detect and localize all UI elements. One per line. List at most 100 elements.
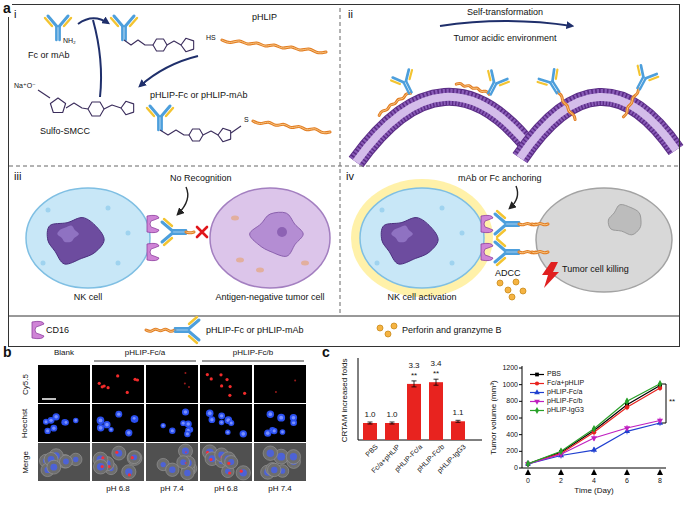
tick-mark [519, 418, 522, 419]
phlip-highlight [558, 92, 575, 119]
cell-label: Antigen-negative tumor cell [215, 292, 324, 302]
phlip-peptide [532, 224, 548, 225]
phlip-peptide [253, 121, 330, 133]
phlip-peptide [222, 40, 326, 53]
chemical-bond [218, 128, 231, 141]
granule [380, 208, 385, 213]
axis-title: CRTAM increased folds [342, 358, 351, 442]
chemical-bond [104, 105, 121, 109]
axis-title: Tumor volume (mm³) [490, 380, 499, 454]
chemical-bond [181, 38, 194, 51]
legend-text: pHLIP-IgG3 [547, 406, 584, 414]
cd16-receptor [32, 321, 44, 338]
quadrant-label: i [14, 8, 16, 20]
annotation: ADCC [495, 268, 521, 278]
process-label: Self-transformation [467, 7, 543, 17]
chemical-bond [121, 101, 134, 114]
cd16-receptor [147, 215, 159, 232]
phlip-highlight [146, 329, 175, 331]
adcc-scheme [495, 186, 536, 300]
divider-line [9, 166, 679, 167]
conjugation-scheme [38, 16, 330, 142]
error-bar [368, 422, 373, 424]
bar-value: 3.3 [408, 362, 419, 371]
panel-frame: NK cell Antigen-negative tumor cell NK cel… [8, 4, 680, 347]
cell-body [536, 188, 672, 292]
phlip-peptide [379, 93, 410, 115]
lipid-tails [520, 97, 676, 158]
antibody-icon [537, 68, 568, 99]
phlip-highlight [532, 224, 548, 225]
condition-label: Tumor acidic environment [453, 33, 556, 43]
micrograph-tile [200, 365, 252, 403]
bar [429, 382, 443, 440]
chemical-bond [231, 126, 241, 133]
tick-label: 0 [514, 464, 518, 472]
antibody-icon [147, 106, 173, 130]
data-line [528, 421, 660, 464]
divider-line [340, 8, 341, 314]
phlip-highlight [253, 121, 330, 133]
membrane-scheme [356, 21, 676, 162]
antibody-icon [162, 219, 186, 245]
tick-mark [519, 401, 522, 402]
data-marker [591, 436, 597, 441]
organelle [236, 258, 244, 263]
legend-text: CD16 [46, 325, 69, 335]
panel-dividers [9, 8, 679, 316]
tick-label: 2 [559, 477, 563, 485]
tick-label: 1000 [502, 381, 518, 389]
phlip-peptide [623, 89, 638, 117]
granule [375, 261, 380, 266]
chemical-bond [38, 90, 50, 98]
cd16-receptor [147, 243, 159, 260]
micrograph-tile [254, 443, 306, 481]
perforin-granule [377, 325, 383, 331]
dosing-marker [591, 469, 597, 475]
cell-label: NK cell activation [387, 292, 456, 302]
tick-label: 600 [506, 414, 518, 422]
condition-label: pH 7.4 [160, 485, 184, 494]
bar [407, 384, 421, 440]
cell-body [360, 188, 484, 288]
row-label: Cy5.5 [22, 374, 31, 395]
bar-chart [358, 358, 482, 440]
chemical-group: Na⁺O⁻ [14, 82, 36, 90]
cell-illustration [20, 184, 170, 304]
legend-marker [535, 381, 539, 385]
tick-mark [519, 368, 522, 369]
micrograph-tile [200, 404, 252, 442]
cell-illustration [204, 186, 338, 304]
dosing-marker [558, 469, 564, 475]
lipid-tails [356, 97, 532, 162]
granule [46, 208, 51, 213]
category-label: PBS [364, 443, 379, 458]
cell-label: Tumor cell killing [562, 264, 629, 274]
column-header: pHLIP-Fc/a [125, 349, 165, 358]
significance-bracket [662, 384, 666, 423]
bar-value: 3.4 [430, 360, 441, 369]
row-label: Merge [22, 451, 31, 474]
legend-text: pHLIP-Fc/a [547, 388, 582, 396]
bar [363, 423, 377, 440]
micrograph-tile [254, 404, 306, 442]
data-marker [526, 460, 530, 467]
perforin-granule [391, 323, 397, 329]
cell-label: NK cell [74, 292, 103, 302]
phlip-highlight [222, 40, 326, 53]
quadrant-label: iv [346, 170, 354, 182]
granule [106, 206, 111, 211]
panel-letter: a [2, 1, 12, 17]
legend-marker [535, 373, 539, 377]
organelle [301, 261, 309, 266]
nk-cell: NK cell [20, 184, 170, 304]
granule [440, 206, 445, 211]
phlip-peptide [558, 92, 575, 119]
reaction-arrow [93, 20, 101, 97]
quadrant-label: ii [348, 8, 353, 20]
perforin-granule [509, 294, 515, 300]
data-marker [625, 405, 630, 410]
significance-mark: ** [669, 398, 675, 407]
tumor-cell: Antigen-negative tumor cell [204, 186, 338, 304]
micrograph-tile [200, 443, 252, 481]
